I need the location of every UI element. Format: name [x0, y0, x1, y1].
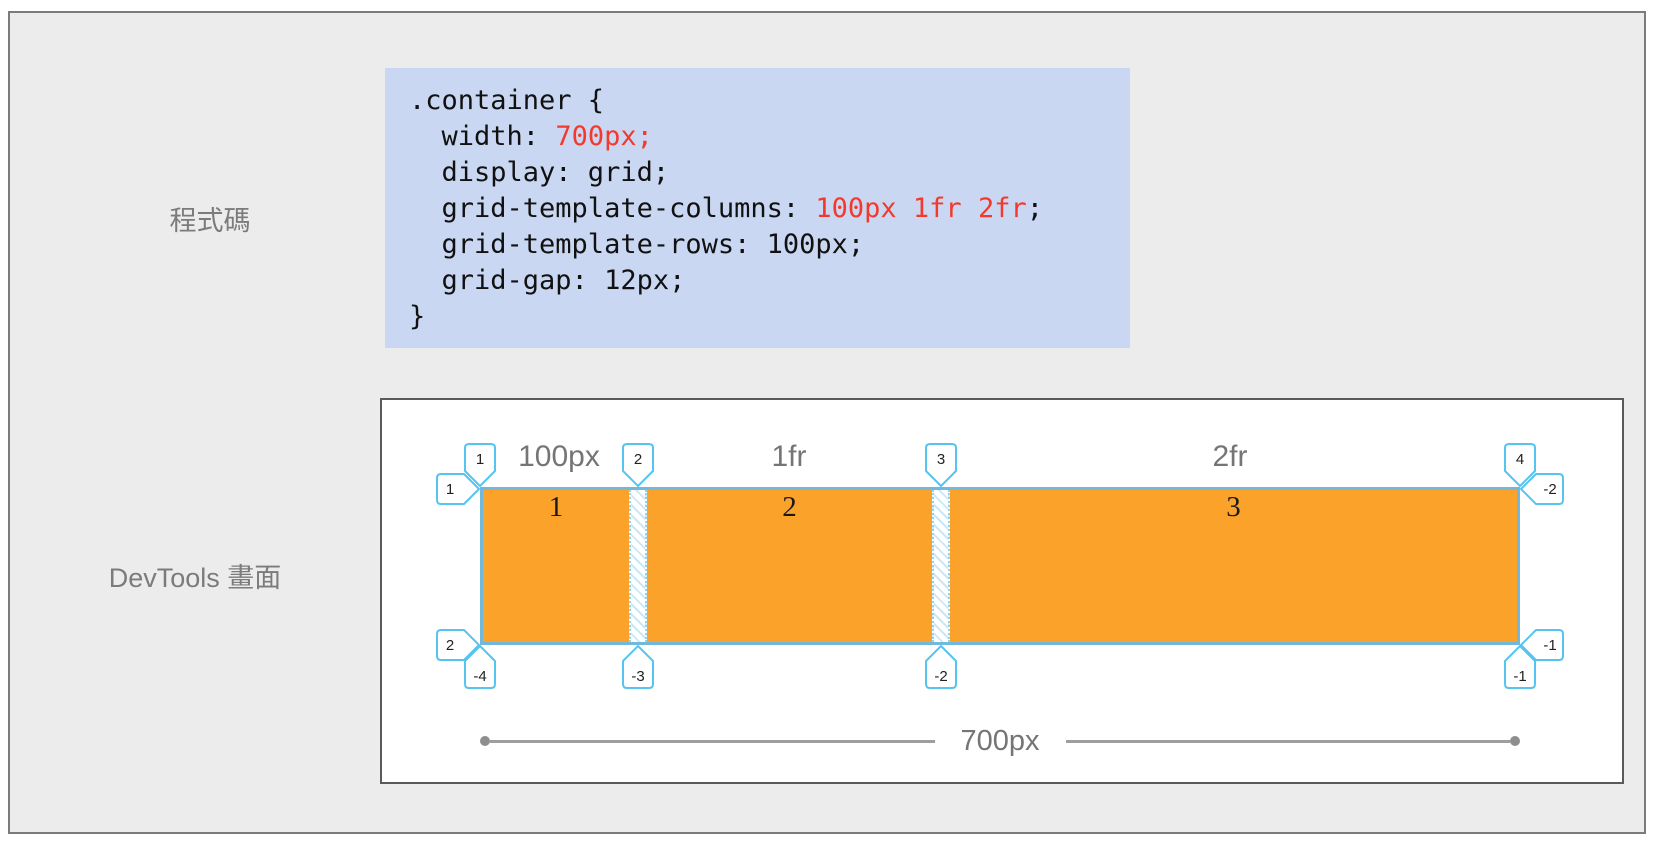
column-line-badge-bottom-3: -2: [925, 645, 957, 689]
column-line-badge-top-1: 1: [464, 443, 496, 487]
row-line-badge-right-2: -1: [1520, 629, 1564, 661]
grid-cell-1: 1: [548, 491, 564, 523]
ruler-endpoint-right: [1510, 736, 1521, 746]
column-line-badge-bottom-1: -4: [464, 645, 496, 689]
width-ruler: 700px: [480, 724, 1521, 757]
svg-text:-2: -2: [1543, 481, 1556, 498]
ruler-line-right: [1065, 739, 1511, 743]
column-line-badge-bottom-2: -3: [622, 645, 654, 689]
row-line-badge-right-1: -2: [1520, 473, 1564, 505]
devtools-section-label: DevTools 畫面: [108, 563, 282, 593]
svg-text:3: 3: [937, 451, 945, 468]
devtools-grid-overlay-panel: 100px 1fr 2fr 1 2 3 4 1 2 -2 -1 -4 -3 -2…: [380, 398, 1624, 784]
svg-text:2: 2: [446, 637, 454, 654]
track-size-label-3: 2fr: [1212, 440, 1248, 473]
column-line-badge-top-2: 2: [622, 443, 654, 487]
svg-text:-3: -3: [631, 668, 644, 685]
code-line: grid-gap: 12px;: [409, 265, 686, 296]
track-size-label-2: 1fr: [771, 440, 807, 473]
svg-text:4: 4: [1516, 451, 1524, 468]
code-line: }: [409, 301, 426, 332]
code-section-label: 程式碼: [169, 206, 251, 236]
column-line-badge-bottom-4: -1: [1504, 645, 1536, 689]
code-line: .container {: [409, 85, 605, 116]
svg-text:-4: -4: [473, 668, 486, 685]
grid-container-overlay: 1 2 3: [480, 487, 1520, 645]
column-line-badge-top-3: 3: [925, 443, 957, 487]
grid-cell-3: 3: [1226, 491, 1241, 523]
svg-text:-1: -1: [1543, 637, 1556, 654]
code-line: grid-template-columns: 100px 1fr 2fr;: [409, 193, 1043, 224]
ruler-line-left: [490, 739, 935, 743]
grid-gap-hatch-1: [629, 490, 647, 642]
svg-text:2: 2: [634, 451, 642, 468]
grid-cell-2: 2: [782, 491, 797, 523]
ruler-endpoint-left: [480, 736, 490, 746]
svg-text:-1: -1: [1513, 668, 1526, 685]
track-size-label-1: 100px: [518, 440, 600, 473]
code-line: width: 700px;: [409, 121, 653, 152]
svg-text:1: 1: [476, 451, 484, 468]
code-line: display: grid;: [409, 157, 670, 188]
row-line-badge-left-1: 1: [436, 473, 480, 505]
code-line: grid-template-rows: 100px;: [409, 229, 865, 260]
column-line-badge-top-4: 4: [1504, 443, 1536, 487]
css-code-block: .container { width: 700px; display: grid…: [385, 68, 1130, 348]
ruler-width-label: 700px: [960, 724, 1040, 757]
grid-gap-hatch-2: [932, 490, 950, 642]
svg-text:1: 1: [446, 481, 454, 498]
row-line-badge-left-2: 2: [436, 629, 480, 661]
outer-frame: 程式碼 .container { width: 700px; display: …: [8, 11, 1646, 834]
svg-text:-2: -2: [934, 668, 947, 685]
